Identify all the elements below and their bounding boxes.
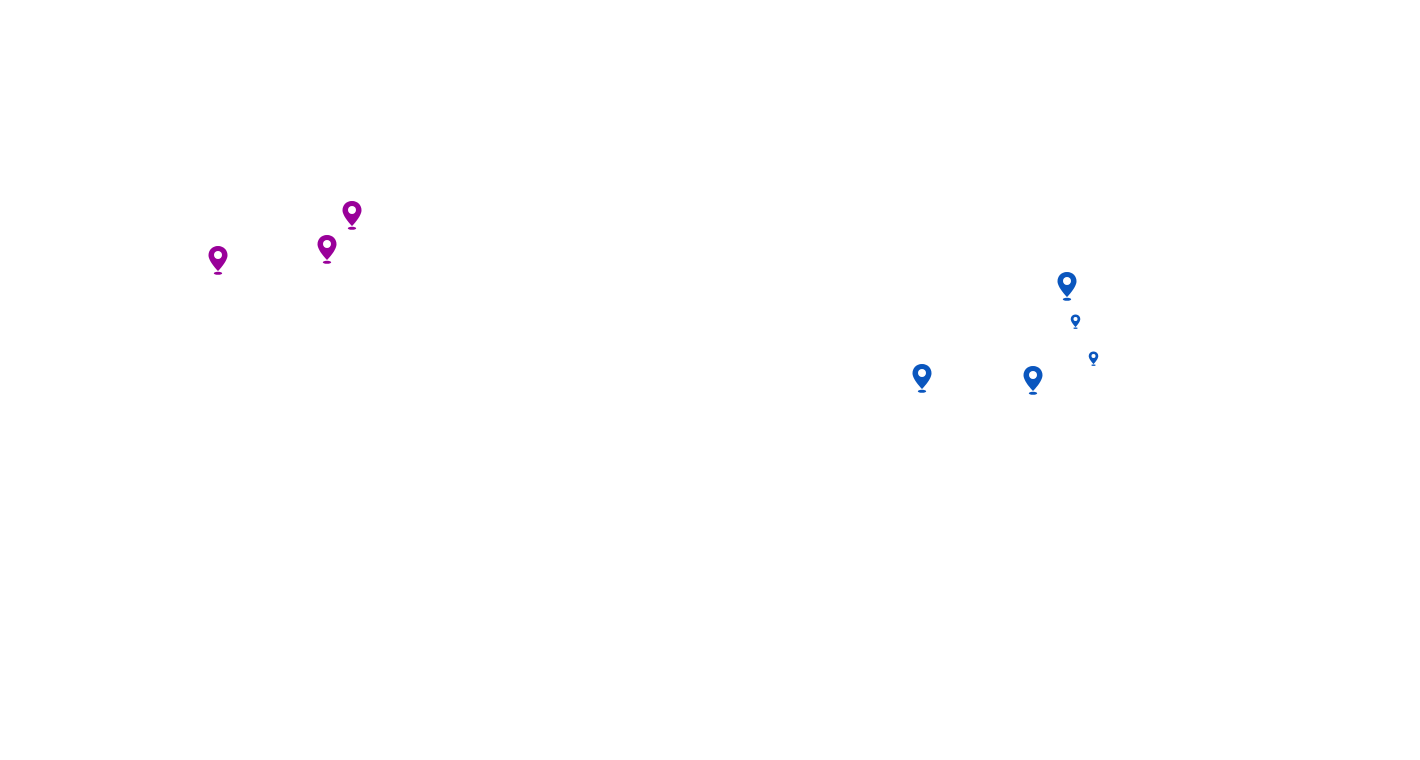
map-pin-icon: [1088, 351, 1098, 366]
pin-shadow: [917, 389, 927, 393]
pin-hole: [1063, 277, 1071, 285]
pin-shadow: [213, 271, 223, 275]
map-marker[interactable]: [341, 200, 363, 230]
pin-shadow: [1090, 364, 1096, 366]
map-marker[interactable]: [1056, 271, 1078, 301]
pin-shadow: [1072, 327, 1078, 329]
pin-shadow: [347, 226, 357, 230]
pin-hole: [348, 206, 356, 214]
pin-hole: [214, 251, 222, 259]
pin-shadow: [1062, 297, 1072, 301]
pin-hole: [1029, 371, 1037, 379]
pin-hole: [1091, 354, 1095, 358]
map-pin-icon: [912, 364, 932, 393]
pin-shadow: [322, 260, 332, 264]
map-pin-icon: [342, 201, 362, 230]
pin-hole: [918, 369, 926, 377]
map-marker[interactable]: [207, 245, 229, 275]
pin-shadow: [1028, 391, 1038, 395]
pin-hole: [1073, 317, 1077, 321]
map-marker[interactable]: [316, 234, 338, 264]
map-marker[interactable]: [1022, 365, 1044, 395]
map-marker[interactable]: [1070, 314, 1081, 329]
map-pin-icon: [317, 235, 337, 264]
map-pin-icon: [208, 246, 228, 275]
map-pin-icon: [1057, 272, 1077, 301]
map-marker[interactable]: [911, 363, 933, 393]
map-pin-icon: [1023, 366, 1043, 395]
map-pin-icon: [1070, 314, 1080, 329]
map-marker[interactable]: [1088, 351, 1099, 366]
pin-hole: [323, 240, 331, 248]
